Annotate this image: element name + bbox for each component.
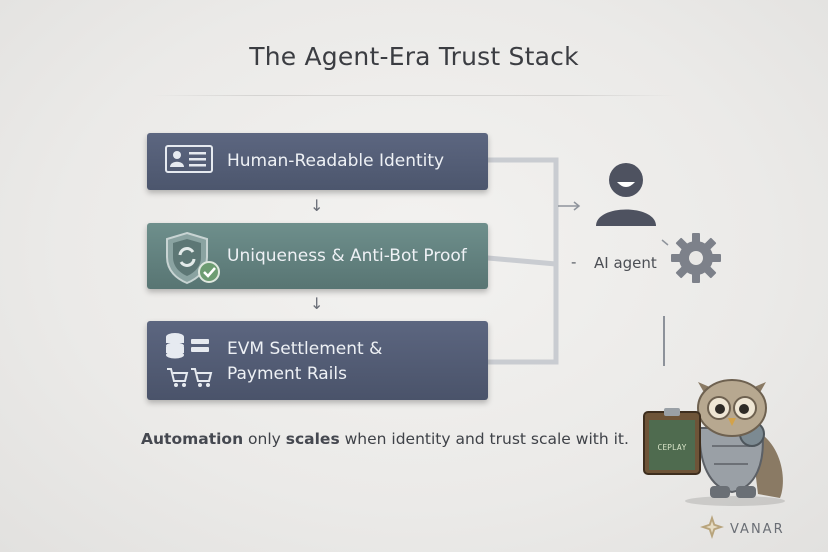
user-icon [592, 158, 660, 232]
brand-name: VANAR [730, 521, 785, 537]
tagline-bold-automation: Automation [141, 430, 244, 448]
title-divider [150, 95, 678, 96]
id-card-icon [165, 144, 213, 179]
clipboard-text: CEPLAY [658, 443, 687, 452]
tagline-text-1: only [243, 430, 286, 448]
down-arrow-icon: ↓ [310, 196, 324, 215]
agent-dash: - [571, 253, 577, 271]
vanar-logo-icon [700, 515, 724, 543]
tagline-text-2: when identity and trust scale with it. [339, 430, 629, 448]
database-cart-icon [165, 331, 213, 394]
tagline: Automation only scales when identity and… [141, 430, 629, 448]
layer-identity: Human-Readable Identity [147, 133, 488, 190]
vertical-divider [663, 316, 665, 366]
down-arrow-icon: ↓ [310, 294, 324, 313]
layer-uniqueness-label: Uniqueness & Anti-Bot Proof [227, 245, 467, 266]
layer-evm-label-line2: Payment Rails [227, 364, 347, 384]
connector-bracket [485, 157, 559, 365]
layer-evm: EVM Settlement & Payment Rails [147, 321, 488, 400]
gear-tick [661, 239, 669, 246]
layer-uniqueness: Uniqueness & Anti-Bot Proof [147, 223, 488, 289]
shield-check-icon [163, 231, 225, 292]
owl-mascot-illustration: CEPLAY [640, 368, 790, 512]
connector-arrowhead [573, 201, 581, 211]
layer-identity-label: Human-Readable Identity [227, 151, 445, 171]
connector-middle [485, 255, 559, 267]
layer-evm-label-line1: EVM Settlement & [227, 339, 383, 359]
ai-agent-label: AI agent [594, 254, 657, 272]
clipboard-icon [643, 408, 701, 475]
tagline-bold-scales: scales [285, 430, 340, 448]
gear-icon [668, 230, 724, 290]
brand-logo: VANAR [700, 515, 785, 543]
diagram-title: The Agent-Era Trust Stack [249, 42, 579, 71]
